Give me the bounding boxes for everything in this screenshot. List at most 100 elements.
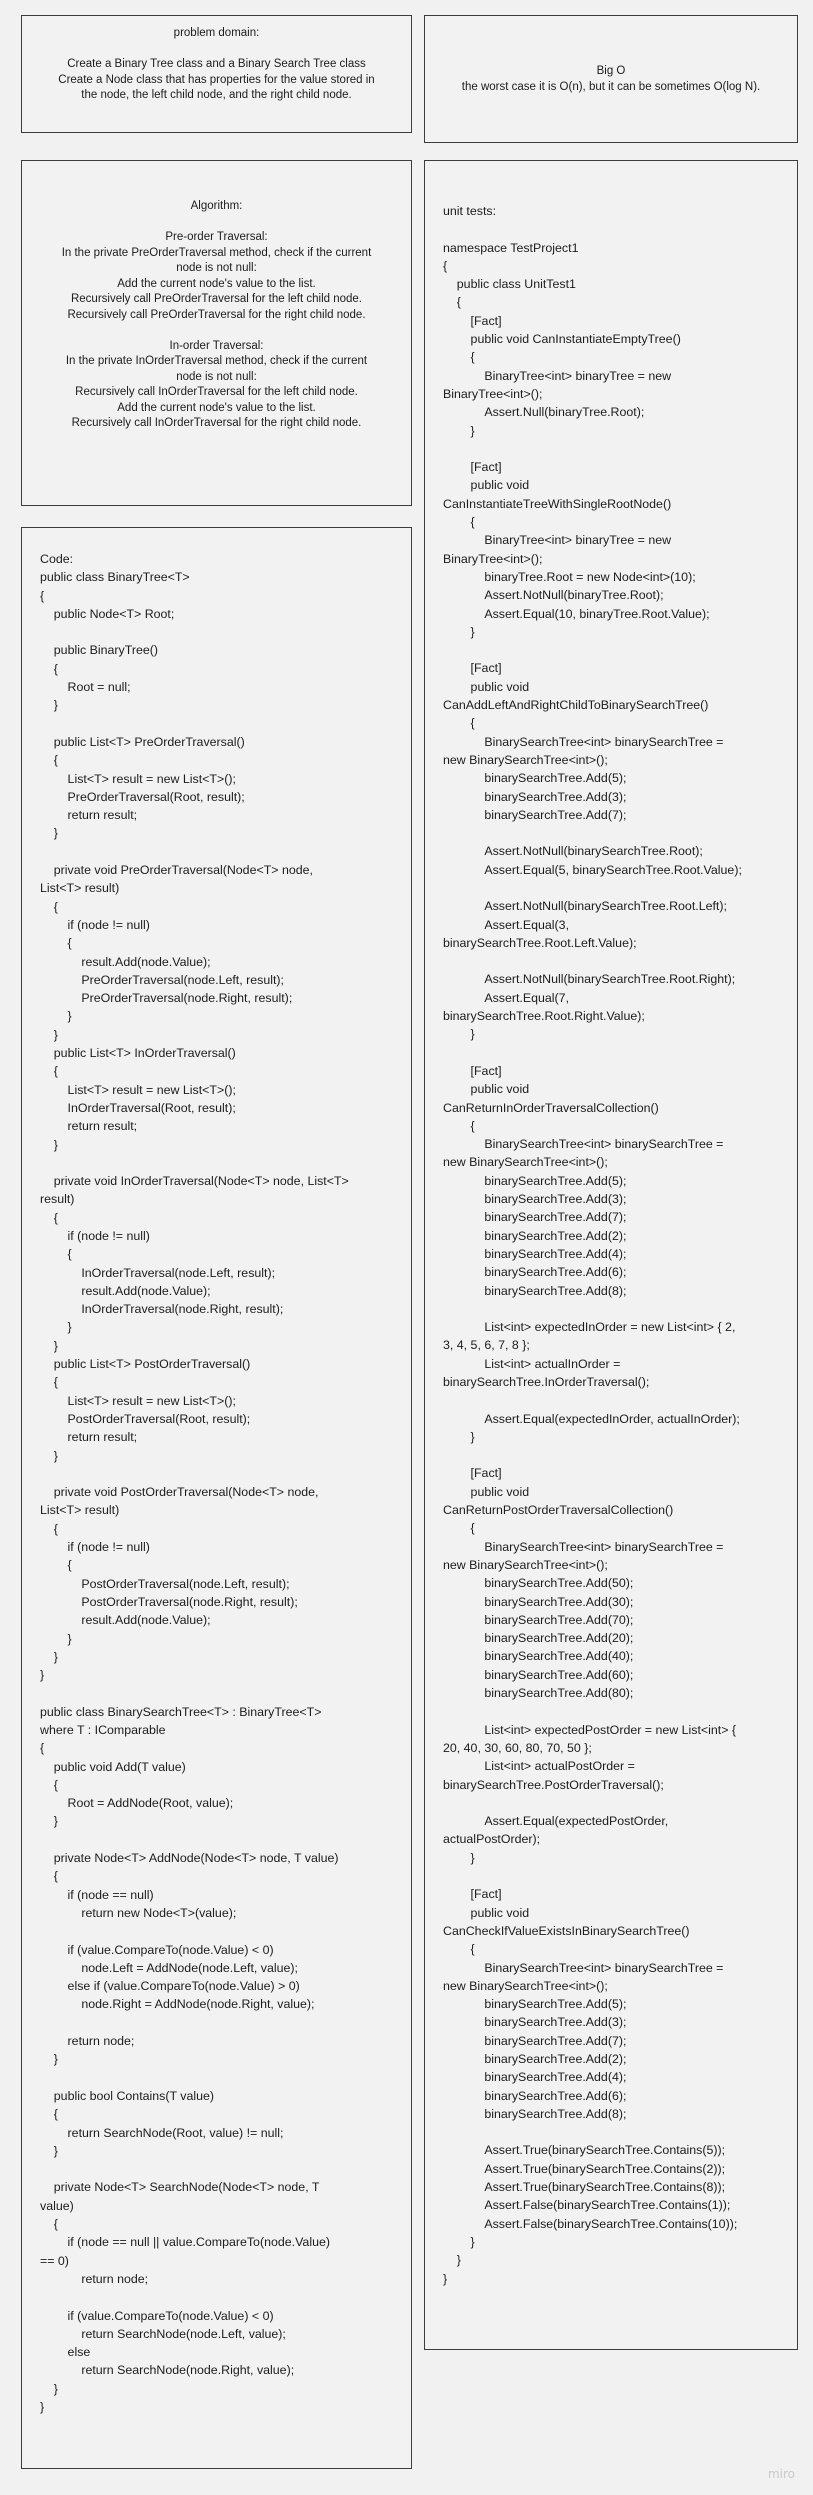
- text-line: List<int> expectedInOrder = new List<int…: [443, 1320, 736, 1335]
- text-line: }: [40, 1009, 72, 1024]
- text-line: Assert.Equal(3,: [443, 917, 570, 932]
- text-line: [Fact]: [443, 661, 502, 676]
- text-line: [443, 220, 787, 238]
- text-line: List<T> result): [40, 881, 120, 896]
- text-line: 20, 40, 30, 60, 80, 70, 50 };: [443, 1740, 592, 1755]
- text-line: binarySearchTree.Add(4);: [443, 1246, 627, 1261]
- text-line: Assert.Equal(7,: [443, 990, 570, 1005]
- text-line: [443, 824, 787, 842]
- text-line: binarySearchTree.Add(5);: [443, 1997, 627, 2012]
- text-line: {: [443, 295, 461, 310]
- code-text: Code:public class BinaryTree<T>{ public …: [40, 550, 401, 2416]
- text-line: }: [40, 2399, 45, 2414]
- text-line: }: [40, 2052, 58, 2067]
- algorithm-card[interactable]: Algorithm:Pre-order Traversal:In the pri…: [21, 160, 412, 506]
- text-line: return result;: [40, 1119, 138, 1134]
- text-line: new BinarySearchTree<int>();: [443, 1155, 608, 1170]
- text-line: List<T> result = new List<T>();: [40, 1082, 236, 1097]
- text-line: {: [443, 350, 475, 365]
- text-line: CanReturnPostOrderTraversalCollection(): [443, 1503, 674, 1518]
- text-line: problem domain:: [173, 27, 260, 39]
- text-line: [40, 1154, 401, 1172]
- text-line: {: [40, 1210, 58, 1225]
- text-line: private void PostOrderTraversal(Node<T> …: [40, 1485, 319, 1500]
- text-line: BinaryTree<int>();: [443, 551, 543, 566]
- text-line: PreOrderTraversal(Root, result);: [40, 789, 245, 804]
- text-line: Code:: [40, 552, 74, 566]
- text-line: }: [40, 826, 58, 841]
- code-card[interactable]: Code:public class BinaryTree<T>{ public …: [21, 527, 412, 2469]
- text-line: Assert.True(binarySearchTree.Contains(5)…: [443, 2143, 726, 2158]
- text-line: [443, 2123, 787, 2141]
- text-line: [22, 215, 411, 231]
- text-line: binarySearchTree.Add(2);: [443, 1228, 627, 1243]
- text-line: binarySearchTree.Add(20);: [443, 1631, 634, 1646]
- text-line: binarySearchTree.Add(3);: [443, 789, 627, 804]
- text-line: List<T> result = new List<T>();: [40, 771, 236, 786]
- text-line: [Fact]: [443, 1887, 502, 1902]
- text-line: Assert.NotNull(binarySearchTree.Root);: [443, 844, 703, 859]
- text-line: [Fact]: [443, 1063, 502, 1078]
- text-line: Add the current node's value to the list…: [117, 401, 316, 414]
- text-line: CanCheckIfValueExistsInBinarySearchTree(…: [443, 1923, 690, 1938]
- unit-tests-text: unit tests:namespace TestProject1{ publi…: [443, 202, 787, 2288]
- text-line: }: [443, 1429, 475, 1444]
- text-line: }: [443, 2253, 461, 2268]
- text-line: {: [443, 716, 475, 731]
- text-line: binaryTree.Root = new Node<int>(10);: [443, 569, 696, 584]
- text-line: {: [443, 1118, 475, 1133]
- text-line: result): [40, 1192, 75, 1207]
- text-line: if (value.CompareTo(node.Value) < 0): [40, 2308, 274, 2323]
- text-line: [Fact]: [443, 313, 502, 328]
- text-line: binarySearchTree.Add(3);: [443, 2015, 627, 2030]
- text-line: binarySearchTree.Add(8);: [443, 1283, 627, 1298]
- text-line: List<int> actualPostOrder =: [443, 1759, 635, 1774]
- text-line: node is not null:: [176, 262, 257, 274]
- text-line: binarySearchTree.Add(2);: [443, 2051, 627, 2066]
- text-line: Assert.False(binarySearchTree.Contains(1…: [443, 2216, 738, 2231]
- text-line: [443, 641, 787, 659]
- text-line: binarySearchTree.Root.Right.Value);: [443, 1009, 645, 1024]
- text-line: value): [40, 2198, 74, 2213]
- text-line: [40, 1684, 401, 1702]
- text-line: [22, 42, 411, 58]
- text-line: Add the current node's value to the list…: [117, 277, 316, 290]
- text-line: InOrderTraversal(node.Right, result);: [40, 1302, 284, 1317]
- text-line: == 0): [40, 2253, 69, 2268]
- problem-domain-card[interactable]: problem domain:Create a Binary Tree clas…: [21, 15, 412, 133]
- text-line: }: [40, 1649, 58, 1664]
- text-line: {: [40, 661, 58, 676]
- text-line: result.Add(node.Value);: [40, 1613, 211, 1628]
- text-line: [40, 2014, 401, 2032]
- text-line: Assert.Null(binaryTree.Root);: [443, 405, 645, 420]
- text-line: node is not null:: [176, 370, 257, 383]
- text-line: if (value.CompareTo(node.Value) < 0): [40, 1942, 274, 1957]
- text-line: else if (value.CompareTo(node.Value) > 0…: [40, 1979, 300, 1994]
- text-line: binarySearchTree.Add(80);: [443, 1686, 634, 1701]
- text-line: Assert.Equal(5, binarySearchTree.Root.Va…: [443, 862, 742, 877]
- text-line: node.Right = AddNode(node.Right, value);: [40, 1997, 315, 2012]
- text-line: PostOrderTraversal(Root, result);: [40, 1411, 251, 1426]
- text-line: }: [443, 423, 475, 438]
- text-line: }: [40, 2381, 58, 2396]
- text-line: public class BinarySearchTree<T> : Binar…: [40, 1704, 322, 1719]
- text-line: else: [40, 2345, 91, 2360]
- text-line: binarySearchTree.Add(8);: [443, 2106, 627, 2121]
- text-line: [443, 1044, 787, 1062]
- unit-tests-card[interactable]: unit tests:namespace TestProject1{ publi…: [424, 160, 798, 2350]
- text-line: {: [40, 1247, 72, 1262]
- text-line: result.Add(node.Value);: [40, 1283, 211, 1298]
- text-line: }: [443, 1027, 475, 1042]
- text-line: Root = null;: [40, 680, 131, 695]
- text-line: {: [40, 1741, 45, 1756]
- text-line: In-order Traversal:: [169, 339, 264, 352]
- text-line: Recursively call InOrderTraversal for th…: [75, 386, 358, 398]
- miro-watermark: miro: [767, 2467, 795, 2481]
- text-line: Assert.Equal(expectedInOrder, actualInOr…: [443, 1411, 740, 1426]
- text-line: }: [40, 2143, 58, 2158]
- text-line: CanReturnInOrderTraversalCollection(): [443, 1100, 659, 1115]
- text-line: [443, 879, 787, 897]
- text-line: }: [40, 1668, 45, 1683]
- text-line: [40, 2288, 401, 2306]
